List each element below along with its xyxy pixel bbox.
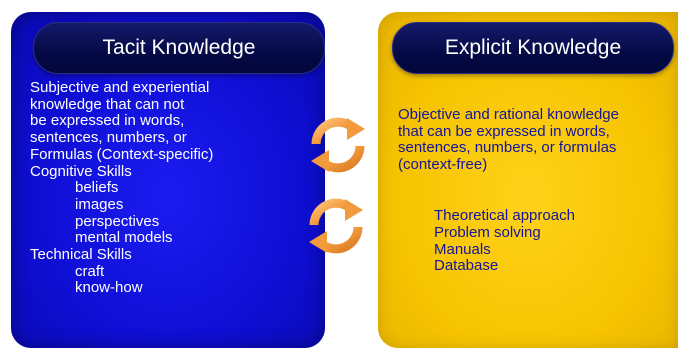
conversion-cycle-icon <box>311 117 365 173</box>
cognitive-skill-item: mental models <box>75 229 173 247</box>
tacit-knowledge-title: Tacit Knowledge <box>33 22 325 74</box>
tacit-line: sentences, numbers, or <box>30 129 187 147</box>
tacit-line: Subjective and experiential <box>30 79 210 96</box>
explicit-knowledge-list: Theoretical approach Problem solving Man… <box>434 207 575 275</box>
explicit-list-item: Theoretical approach <box>434 207 575 224</box>
explicit-line: sentences, numbers, or formulas <box>398 139 617 157</box>
conversion-cycle-icon <box>309 198 363 254</box>
technical-skills-heading: Technical Skills <box>30 246 132 264</box>
tacit-line: Formulas (Context-specific) <box>30 145 214 163</box>
cognitive-skill-item: beliefs <box>75 179 119 197</box>
explicit-list-item: Manuals <box>434 240 491 258</box>
explicit-line: that can be expressed in words, <box>398 122 610 140</box>
explicit-knowledge-panel: Explicit Knowledge Objective and rationa… <box>378 12 678 348</box>
tacit-line: knowledge that can not <box>30 95 185 113</box>
tacit-knowledge-description: Subjective and experiential knowledge th… <box>30 79 214 297</box>
explicit-list-item: Problem solving <box>434 223 541 241</box>
explicit-line: (context-free) <box>398 156 488 174</box>
tacit-knowledge-panel: Tacit Knowledge Subjective and experient… <box>11 12 325 348</box>
explicit-line: Objective and rational knowledge <box>398 106 619 123</box>
cognitive-skill-item: perspectives <box>75 212 160 230</box>
tacit-line: be expressed in words, <box>30 112 185 130</box>
technical-skill-item: know-how <box>75 279 143 297</box>
explicit-knowledge-description: Objective and rational knowledge that ca… <box>398 106 619 174</box>
cognitive-skill-item: images <box>75 195 124 213</box>
cognitive-skills-heading: Cognitive Skills <box>30 162 132 180</box>
explicit-list-item: Database <box>434 257 499 275</box>
technical-skill-item: craft <box>75 262 105 280</box>
explicit-knowledge-title: Explicit Knowledge <box>392 22 674 74</box>
